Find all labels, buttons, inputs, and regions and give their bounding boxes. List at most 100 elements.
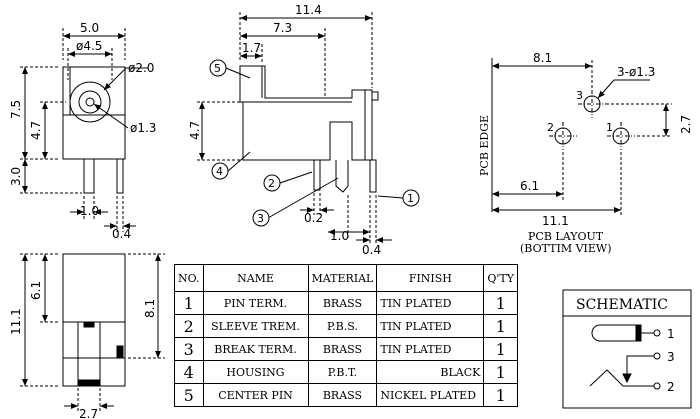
row-no: 5 xyxy=(174,383,204,407)
dim-dia-2-0: ø2.0 xyxy=(128,61,154,75)
jack-outer-circle xyxy=(69,81,111,123)
row-material: BRASS xyxy=(307,291,378,315)
side-pin-sleeve xyxy=(313,159,321,191)
dim-width-5-0: 5.0 xyxy=(80,21,99,35)
callout-2 xyxy=(263,174,281,192)
dim-pin-3-0: 3.0 xyxy=(9,167,23,186)
front-housing-outline xyxy=(62,66,126,160)
schematic-pin-2: 2 xyxy=(667,380,675,394)
row-finish: TIN PLATED xyxy=(376,337,485,361)
pcb-dim-8-1: 8.1 xyxy=(533,51,552,65)
row-qty: 1 xyxy=(483,383,518,407)
row-material: BRASS xyxy=(307,383,378,407)
row-finish: TIN PLATED xyxy=(376,314,485,338)
pcb-dim-6-1: 6.1 xyxy=(520,179,539,193)
row-name: HOUSING xyxy=(202,360,309,384)
dim-side-1-0: 1.0 xyxy=(330,229,349,243)
pcb-dim-hole: 3-ø1.3 xyxy=(617,65,655,79)
parts-table-header: NO. NAME MATERIAL FINISH Q'TY xyxy=(174,264,518,292)
row-no: 3 xyxy=(174,337,204,361)
bottom-slot xyxy=(77,321,101,387)
table-row: 1 PIN TERM. BRASS TIN PLATED 1 xyxy=(174,291,518,315)
dim-dia-4-5: ø4.5 xyxy=(76,39,102,53)
front-pin-right xyxy=(116,158,124,194)
row-no: 1 xyxy=(174,291,204,315)
pad-1-label: 1 xyxy=(606,121,613,134)
row-finish: BLACK xyxy=(376,360,485,384)
schematic-pin-3: 3 xyxy=(667,350,675,364)
table-row: 4 HOUSING P.B.T. BLACK 1 xyxy=(174,360,518,384)
bottom-dim-11-1: 11.1 xyxy=(9,308,23,335)
dim-side-4-7: 4.7 xyxy=(188,121,202,140)
pcb-layout xyxy=(491,58,672,215)
bottom-housing-outline xyxy=(62,253,126,387)
callout-3-label: 3 xyxy=(257,212,264,225)
schematic-terminal-2 xyxy=(653,382,661,390)
row-finish: NICKEL PLATED xyxy=(376,383,485,407)
side-view-labels: 5 4 2 3 1 11.4 7.3 1.7 4.7 0.2 1.0 0.4 xyxy=(188,3,414,257)
row-name: BREAK TERM. xyxy=(202,337,309,361)
dim-pin-1-0: 1.0 xyxy=(80,204,99,218)
dim-length-1-7: 1.7 xyxy=(242,41,261,55)
side-view-callouts xyxy=(209,59,420,227)
header-no: NO. xyxy=(174,264,204,292)
dim-height-7-5: 7.5 xyxy=(9,100,23,119)
header-name: NAME xyxy=(202,264,309,292)
dim-length-7-3: 7.3 xyxy=(273,21,292,35)
row-qty: 1 xyxy=(483,360,518,384)
pcb-edge-label: PCB EDGE xyxy=(478,115,491,176)
schematic-terminal-1 xyxy=(653,329,661,337)
pcb-layout-labels: 8.1 3-ø1.3 2.7 6.1 11.1 3 2 1 PCB EDGE P… xyxy=(478,51,693,255)
callout-2-label: 2 xyxy=(268,177,275,190)
pcb-dim-2-7: 2.7 xyxy=(679,115,693,134)
row-no: 2 xyxy=(174,314,204,338)
schematic-pin-1: 1 xyxy=(667,327,675,341)
header-finish: FINISH xyxy=(376,264,485,292)
callout-1 xyxy=(402,189,420,207)
bottom-dim-8-1: 8.1 xyxy=(143,299,157,318)
row-material: P.B.S. xyxy=(307,314,378,338)
schematic-terminal-3 xyxy=(653,352,661,360)
row-material: BRASS xyxy=(307,337,378,361)
bottom-dim-6-1: 6.1 xyxy=(29,281,43,300)
jack-inner-circle xyxy=(78,90,102,114)
side-housing-outline xyxy=(239,65,373,161)
callout-3 xyxy=(252,209,270,227)
row-name: SLEEVE TREM. xyxy=(202,314,309,338)
front-pin-left xyxy=(83,158,95,194)
row-name: CENTER PIN xyxy=(202,383,309,407)
callout-4 xyxy=(211,162,229,180)
bottom-view xyxy=(20,253,165,412)
bottom-view-dims: 11.1 6.1 8.1 2.7 xyxy=(9,281,157,419)
header-material: MATERIAL xyxy=(307,264,378,292)
row-finish: TIN PLATED xyxy=(376,291,485,315)
schematic-pin-symbol xyxy=(591,324,637,342)
callout-1-label: 1 xyxy=(407,192,414,205)
dim-height-4-7: 4.7 xyxy=(29,121,43,140)
side-view xyxy=(197,12,404,245)
callout-5 xyxy=(209,59,227,77)
bottom-pin-pad xyxy=(77,379,101,387)
header-qty: Q'TY xyxy=(483,264,518,292)
front-view xyxy=(20,28,148,232)
side-tab xyxy=(371,91,379,101)
row-no: 4 xyxy=(174,360,204,384)
dim-side-0-4: 0.4 xyxy=(362,243,381,257)
row-material: P.B.T. xyxy=(307,360,378,384)
row-qty: 1 xyxy=(483,314,518,338)
parts-table: NO. NAME MATERIAL FINISH Q'TY 1 PIN TERM… xyxy=(174,264,518,407)
dim-pin-0-4: 0.4 xyxy=(112,227,131,241)
schematic xyxy=(562,289,692,409)
callout-4-label: 4 xyxy=(216,165,223,178)
pcb-layout-title: PCB LAYOUT xyxy=(528,230,604,243)
table-row: 3 BREAK TERM. BRASS TIN PLATED 1 xyxy=(174,337,518,361)
schematic-labels: SCHEMATIC 1 3 2 xyxy=(576,297,675,394)
dim-length-11-4: 11.4 xyxy=(295,3,322,17)
front-view-dims: 5.0 ø4.5 ø2.0 7.5 4.7 ø1.3 3.0 1.0 0.4 xyxy=(9,21,156,241)
bottom-dim-2-7: 2.7 xyxy=(79,407,98,419)
side-pin-break xyxy=(335,160,349,193)
schematic-box xyxy=(562,289,692,409)
table-row: 5 CENTER PIN BRASS NICKEL PLATED 1 xyxy=(174,383,518,407)
row-qty: 1 xyxy=(483,337,518,361)
